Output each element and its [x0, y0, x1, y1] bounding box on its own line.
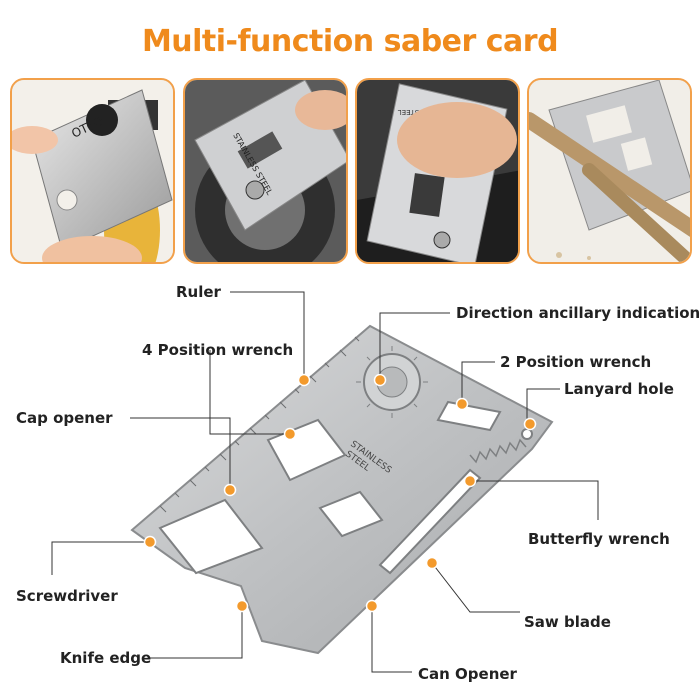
label-saw-blade: Saw blade: [524, 613, 611, 631]
label-4-position-wrench: 4 Position wrench: [142, 341, 294, 359]
label-direction: Direction ancillary indication: [456, 304, 700, 322]
can-opener-slot: [378, 468, 482, 575]
page-title: Multi-function saber card: [141, 24, 559, 59]
wrench2-marker: [455, 397, 469, 411]
label-knife-edge: Knife edge: [60, 649, 152, 667]
callout-lines: [51, 291, 599, 673]
label-screwdriver: Screwdriver: [16, 587, 118, 605]
label-2-position-wrench: 2 Position wrench: [500, 353, 652, 371]
bolt-wrench-photo: STAINLESS STEEL: [183, 78, 348, 264]
ruler-marker: [297, 373, 311, 387]
knife-marker: [235, 599, 249, 613]
wrench4-marker: [283, 427, 297, 441]
saw-teeth: [469, 438, 527, 464]
bottle-opener-photo: OTTO: [10, 78, 175, 264]
direction-marker: [373, 373, 387, 387]
screwdriver-marker: [143, 535, 157, 549]
saber-card-diagram: STAINLESS STEEL: [51, 291, 599, 673]
ruler-ticks: [159, 336, 360, 513]
saw-wood-photo: [527, 78, 692, 264]
lanyard-marker: [523, 417, 537, 431]
label-cap-opener: Cap opener: [16, 409, 113, 427]
label-butterfly-wrench: Butterfly wrench: [528, 530, 670, 548]
cap-opener-marker: [223, 483, 237, 497]
label-can-opener: Can Opener: [418, 665, 517, 683]
lanyard-hole: [521, 428, 533, 440]
two-position-wrench-cutout: [436, 400, 502, 432]
can-opener-marker: [365, 599, 379, 613]
saber-card: [130, 324, 554, 655]
screwdriver-cutout: [158, 498, 264, 575]
ruler-pinch-photo: STAINLESS STEEL: [355, 78, 520, 264]
butterfly-wrench-cutout: [318, 490, 384, 538]
callout-dots: [143, 373, 537, 613]
label-lanyard-hole: Lanyard hole: [564, 380, 674, 398]
label-ruler: Ruler: [176, 283, 221, 301]
saw-marker: [425, 556, 439, 570]
butterfly-marker: [463, 474, 477, 488]
